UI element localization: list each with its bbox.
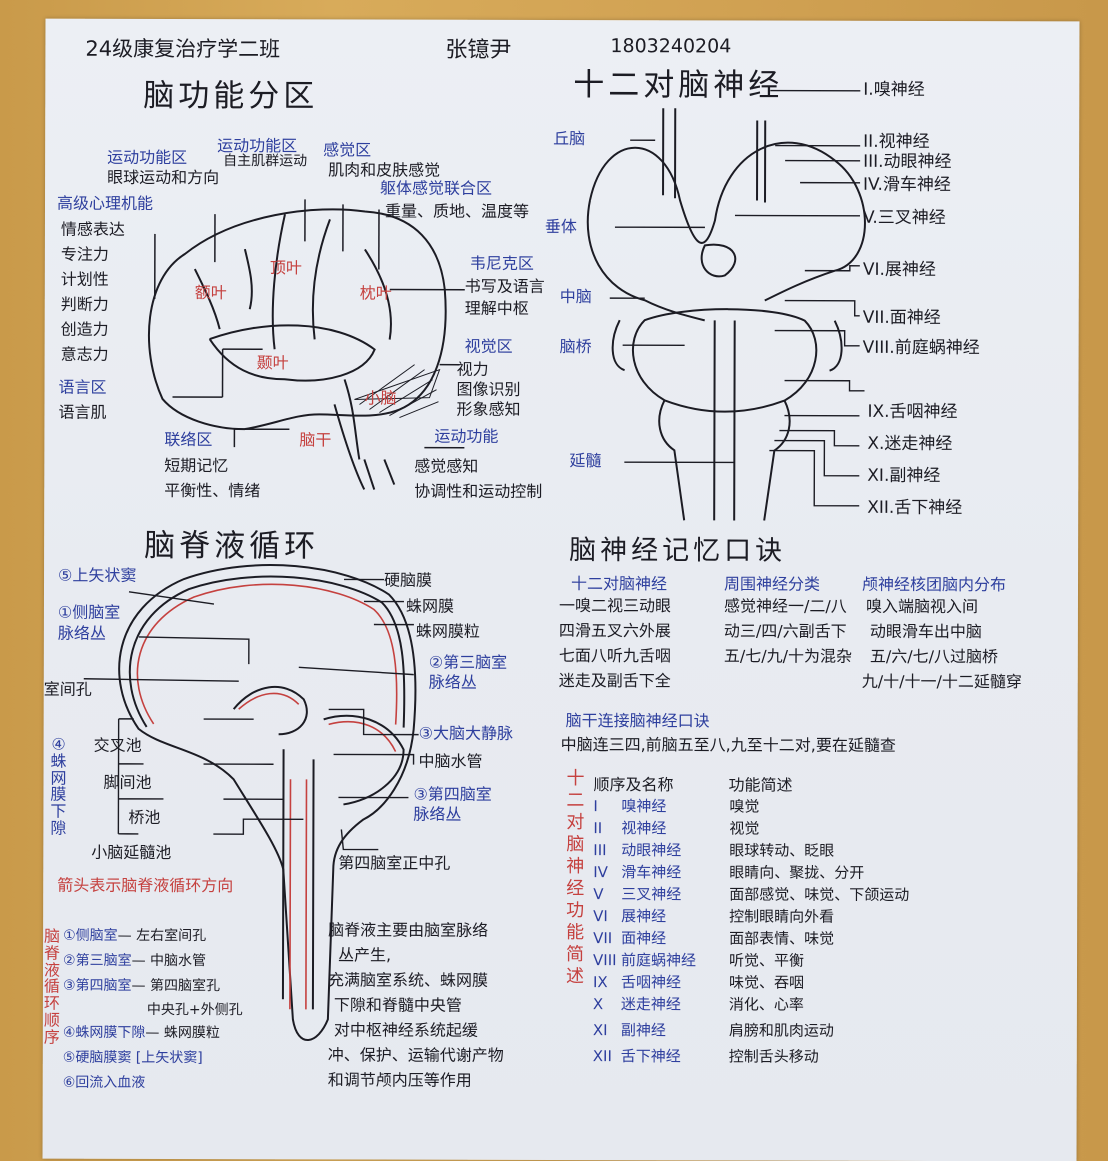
label-cistern: 交叉池 [94,737,142,756]
label-arachnoid: 蛛网膜 [406,598,454,617]
csf-sequence-vertical-label: 脑脊液循环顺序 [43,929,61,1047]
mnemonic-column: 周围神经分类 感觉神经一/二/八 动三/四/六副舌下 五/七/九/十为混杂 [724,575,874,669]
section-title-mnemonics: 脑神经记忆口诀 [569,535,786,567]
brainstem-mnemonic-line: 中脑连三四,前脑五至八,九至十二对,要在延髓查 [561,736,896,755]
nerve-label: II.视神经 [863,133,929,153]
nerve-label: VIII.前庭蜗神经 [863,339,980,359]
nerve-label: I.嗅神经 [863,81,924,101]
nerve-label: XII.舌下神经 [867,499,962,519]
label-medulla: 延髓 [569,452,601,470]
nerve-label: IV.滑车神经 [863,176,951,196]
label-superior-sagittal-sinus: ⑤上矢状窦 [58,567,136,586]
note-paper: 24级康复治疗学二班 张镱尹 1803240204 脑功能分区 [43,19,1080,1161]
label-great-cerebral-vein: ③大脑大静脉 [419,725,513,744]
brainstem-mnemonic-heading: 脑干连接脑神经口诀 [566,712,710,731]
label-lateral-ventricle-plexus: ①侧脑室 脉络丛 [58,602,120,644]
table-header-function: 功能简述 [728,776,792,795]
label-cistern: 小脑延髓池 [91,844,171,863]
label-median-aperture: 第四脑室正中孔 [338,854,450,873]
table-header-name: 顺序及名称 [593,776,673,795]
nerve-label: XI.副神经 [867,467,940,487]
csf-sequence-item: ①侧脑室— 左右室间孔 [63,924,243,949]
mnemonic-column: 十二对脑神经 一嗅二视三动眼 四滑五叉六外展 七面八听九舌咽 迷走及副舌下全 [559,575,709,694]
label-interventricular-foramen: 室间孔 [44,681,92,700]
csf-sequence-item: ⑤硬脑膜窦 [上矢状窦] [63,1046,243,1071]
csf-sequence-list: ①侧脑室— 左右室间孔 ②第三脑室— 中脑水管 ③第四脑室— 第四脑室孔 中央孔… [63,924,243,1096]
nerve-label: III.动眼神经 [863,153,952,173]
csf-sequence-item: ③第四脑室— 第四脑室孔 [63,974,243,999]
label-cerebral-aqueduct: 中脑水管 [419,753,483,772]
nerve-label: VII.面神经 [863,309,941,329]
nerve-label: VI.展神经 [863,261,936,281]
label-cistern: 脚间池 [103,774,151,793]
mnemonic-column: 颅神经核团脑内分布 嗅入端脑视入间 动眼滑车出中脑 五/六/七/八过脑桥 九/十… [862,576,1062,695]
csf-sequence-item: ④蛛网膜下隙— 蛛网膜粒 [63,1021,243,1046]
label-fourth-ventricle-plexus: ③第四脑室 脉络丛 [413,785,491,825]
function-table-vertical-label: 十二对脑神经功能简述 [566,768,585,988]
csf-sequence-item: 中央孔+外侧孔 [63,999,243,1021]
arrow-direction-note: 箭头表示脑脊液循环方向 [57,877,233,896]
label-third-ventricle-plexus: ②第三脑室 脉络丛 [429,653,507,693]
label-dura-mater: 硬脑膜 [384,572,432,591]
csf-sequence-item: ②第三脑室— 中脑水管 [63,949,243,974]
label-arachnoid-granulations: 蛛网膜粒 [416,623,480,642]
csf-sequence-item: ⑥回流入血液 [63,1071,243,1096]
nerve-label: IX.舌咽神经 [867,403,957,423]
label-subarachnoid-space: ④蛛网膜下隙 [49,737,67,838]
nerve-label: V.三叉神经 [863,209,946,229]
label-cistern: 桥池 [128,809,160,827]
csf-summary: 脑脊液主要由脑室脉络 丛产生, 充满脑室系统、蛛网膜 下隙和脊髓中央管 对中枢神… [328,917,504,1092]
nerve-label: X.迷走神经 [867,435,952,455]
